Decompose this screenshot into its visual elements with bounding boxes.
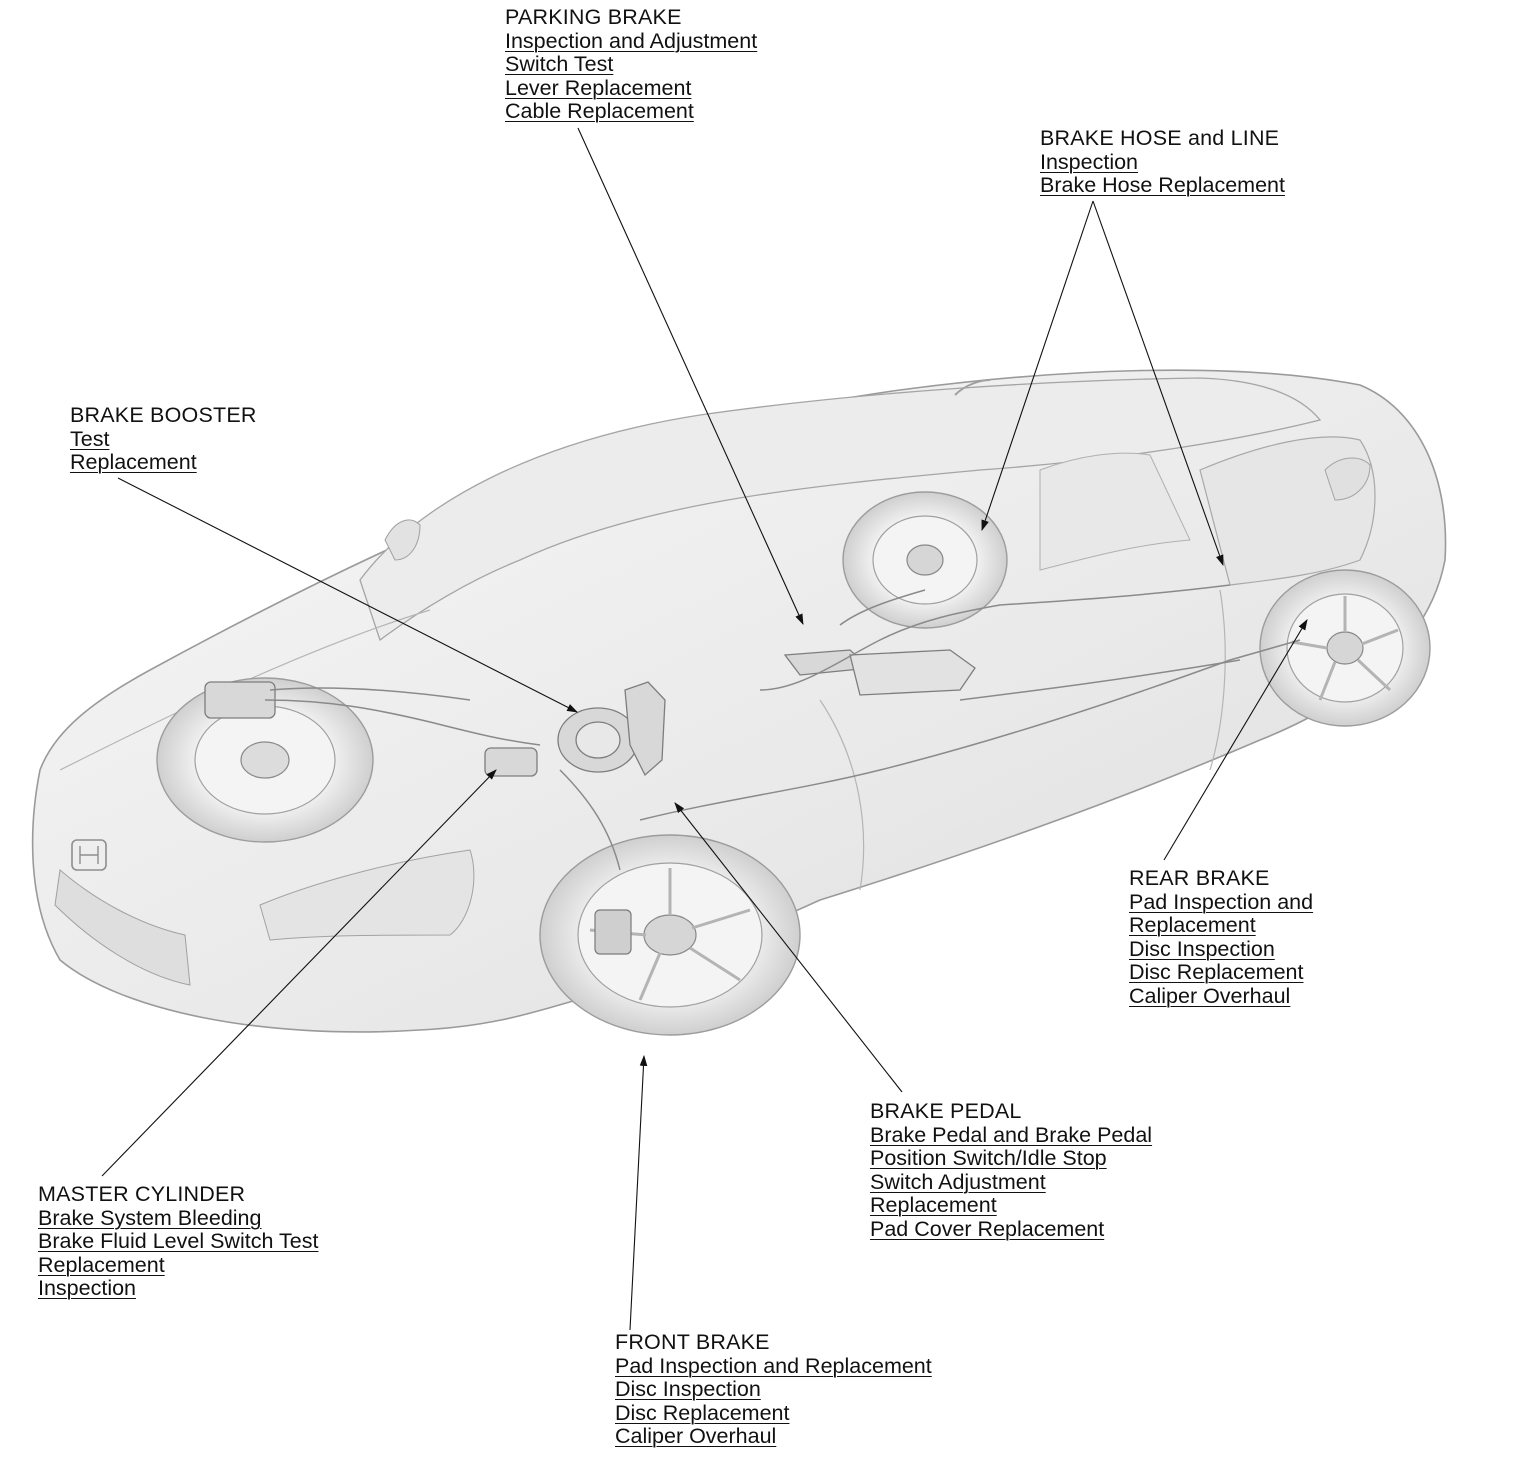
- link-switch-test[interactable]: Switch Test: [505, 52, 614, 76]
- callout-rear-brake: REAR BRAKE Pad Inspection and Replacemen…: [1129, 866, 1314, 1008]
- front-right-wheel: [539, 834, 801, 1036]
- leader-brake-hose-1: [981, 200, 1094, 532]
- leader-brake-hose-2: [1092, 200, 1224, 567]
- callout-front-brake: FRONT BRAKE Pad Inspection and Replaceme…: [615, 1330, 932, 1449]
- brake-lines: [264, 584, 1301, 871]
- link-booster-replacement[interactable]: Replacement: [70, 450, 197, 474]
- master-cylinder-icon: [484, 747, 538, 777]
- car-body: [31, 369, 1447, 1033]
- link-rear-pad-replacement[interactable]: Replacement: [1129, 913, 1256, 937]
- link-pedal-replacement[interactable]: Replacement: [870, 1193, 997, 1217]
- link-position-switch[interactable]: Position Switch/Idle Stop: [870, 1146, 1107, 1170]
- link-master-cylinder-replacement[interactable]: Replacement: [38, 1252, 165, 1277]
- callout-title: MASTER CYLINDER: [38, 1182, 246, 1206]
- callout-master-cylinder: MASTER CYLINDER Brake System Bleeding Br…: [38, 1182, 319, 1301]
- link-lever-replacement[interactable]: Lever Replacement: [505, 75, 692, 100]
- callout-title: FRONT BRAKE: [615, 1330, 770, 1354]
- rear-left-wheel: [842, 491, 1008, 629]
- callout-brake-hose-and-line: BRAKE HOSE and LINE Inspection Brake Hos…: [1040, 126, 1285, 198]
- brake-pedal-bracket-icon: [624, 681, 666, 777]
- link-switch-adjustment[interactable]: Switch Adjustment: [870, 1169, 1046, 1194]
- leader-front-brake: [629, 1054, 648, 1331]
- link-rear-caliper-overhaul[interactable]: Caliper Overhaul: [1129, 983, 1291, 1008]
- callout-title: REAR BRAKE: [1129, 866, 1270, 890]
- callout-title: PARKING BRAKE: [505, 5, 682, 29]
- link-front-disc-replacement[interactable]: Disc Replacement: [615, 1400, 790, 1425]
- leader-brake-pedal: [674, 802, 903, 1093]
- link-front-caliper-overhaul[interactable]: Caliper Overhaul: [615, 1424, 777, 1448]
- front-left-wheel: [156, 677, 374, 843]
- callout-brake-booster: BRAKE BOOSTER Test Replacement: [70, 403, 257, 475]
- link-rear-pad-inspection[interactable]: Pad Inspection and: [1129, 889, 1314, 914]
- link-hose-inspection[interactable]: Inspection: [1040, 149, 1139, 174]
- link-fluid-level-switch-test[interactable]: Brake Fluid Level Switch Test: [38, 1229, 319, 1253]
- callout-title: BRAKE PEDAL: [870, 1099, 1022, 1123]
- leader-brake-booster: [117, 477, 578, 713]
- link-booster-test[interactable]: Test: [70, 426, 110, 451]
- abs-modulator-icon: [204, 681, 276, 719]
- link-master-cylinder-inspection[interactable]: Inspection: [38, 1276, 137, 1300]
- front-caliper-icon: [594, 909, 632, 955]
- callout-parking-brake: PARKING BRAKE Inspection and Adjustment …: [505, 5, 758, 124]
- callout-brake-pedal: BRAKE PEDAL Brake Pedal and Brake Pedal …: [870, 1099, 1153, 1241]
- leader-master-cylinder: [101, 769, 497, 1177]
- link-brake-hose-replacement[interactable]: Brake Hose Replacement: [1040, 173, 1285, 197]
- link-rear-disc-inspection[interactable]: Disc Inspection: [1129, 936, 1275, 961]
- brake-components: [204, 649, 976, 777]
- leader-rear-brake: [1163, 619, 1308, 861]
- leader-lines: [101, 127, 1308, 1331]
- callout-title: BRAKE BOOSTER: [70, 403, 257, 427]
- rear-right-wheel: [1259, 569, 1431, 727]
- link-inspection-and-adjustment[interactable]: Inspection and Adjustment: [505, 28, 758, 53]
- link-pad-cover-replacement[interactable]: Pad Cover Replacement: [870, 1216, 1105, 1241]
- link-brake-system-bleeding[interactable]: Brake System Bleeding: [38, 1205, 262, 1230]
- link-pedal-and-switch[interactable]: Brake Pedal and Brake Pedal: [870, 1122, 1153, 1147]
- link-front-disc-inspection[interactable]: Disc Inspection: [615, 1377, 761, 1401]
- link-rear-disc-replacement[interactable]: Disc Replacement: [1129, 960, 1304, 984]
- link-front-pad-inspection-replacement[interactable]: Pad Inspection and Replacement: [615, 1353, 932, 1378]
- link-cable-replacement[interactable]: Cable Replacement: [505, 99, 694, 123]
- emblem-icon: [71, 839, 107, 871]
- leader-parking-brake: [577, 127, 804, 626]
- callout-title: BRAKE HOSE and LINE: [1040, 126, 1280, 150]
